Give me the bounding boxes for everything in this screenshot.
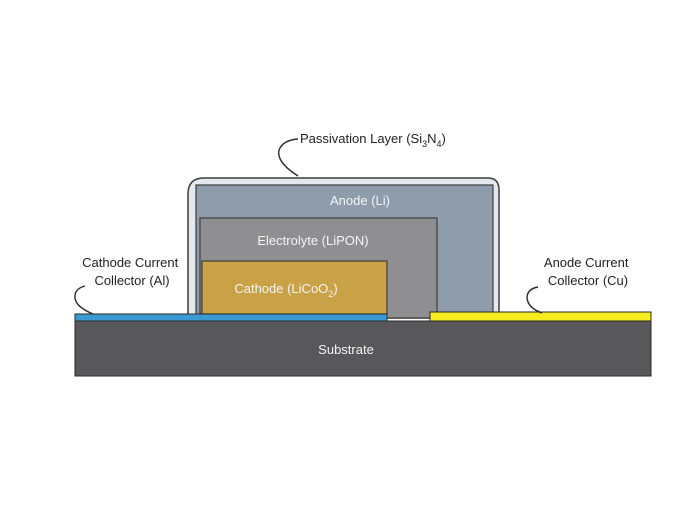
anode-collector-label: Anode Current Collector (Cu) (544, 255, 632, 288)
anode-current-collector (429, 311, 652, 322)
substrate-layer (74, 320, 652, 377)
cathode-layer (201, 260, 388, 315)
passivation-leader-line (277, 138, 299, 177)
cathode-collector-leader-line (74, 285, 94, 315)
cathode-collector-label: Cathode Current Collector (Al) (82, 255, 182, 288)
passivation-label: Passivation Layer (Si3N4) (300, 131, 446, 149)
substrate-label: Substrate (318, 342, 374, 357)
cathode-label: Cathode (LiCoO2) (234, 281, 337, 299)
cathode-current-collector (74, 313, 388, 322)
anode-collector-leader-line (526, 286, 543, 314)
electrolyte-label: Electrolyte (LiPON) (257, 233, 368, 248)
anode-label: Anode (Li) (330, 193, 390, 208)
